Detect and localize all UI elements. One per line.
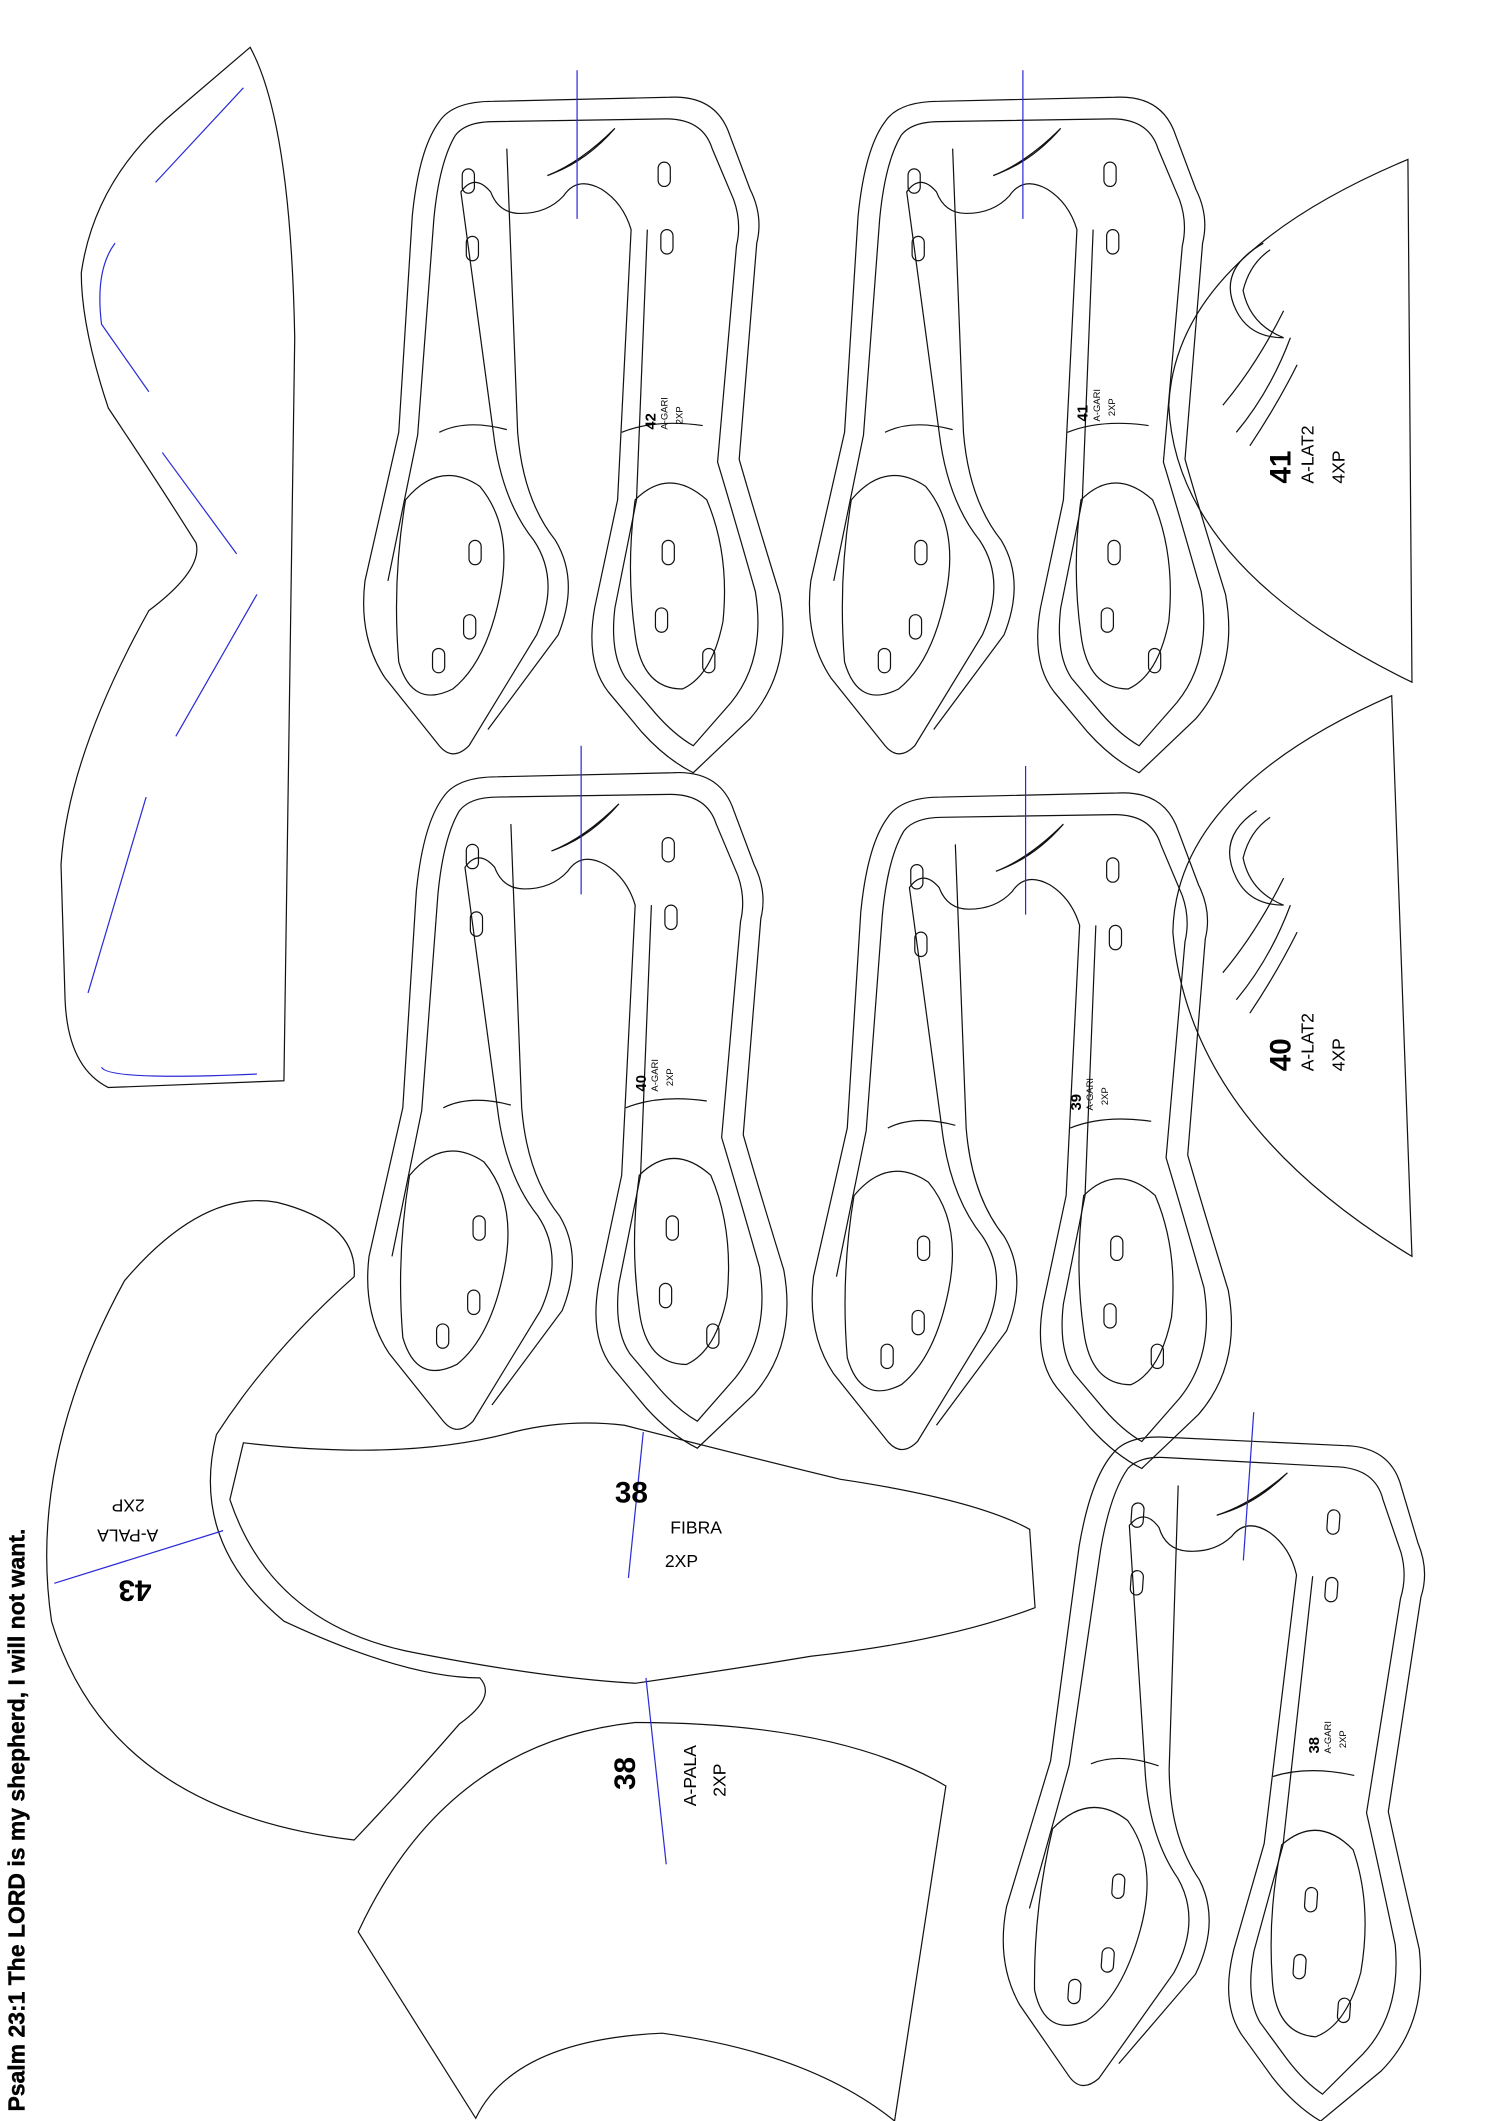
label-fibra-38: 38 FIBRA 2XP (615, 1476, 722, 1571)
fibra-piece-38 (229, 1422, 1036, 1684)
size-label: 41 (1076, 405, 1092, 422)
lat2-piece-40 (1172, 694, 1413, 1258)
piece-name: A-GARI (650, 1059, 661, 1092)
piece-name: A-GARI (1092, 389, 1103, 422)
size-label: 41 (1264, 451, 1297, 484)
gari-piece-42 (363, 69, 784, 774)
gari-piece-38 (991, 1396, 1460, 2121)
label-pala-38: 38 A-PALA 2XP (609, 1745, 730, 1806)
piece-name: A-GARI (1085, 1078, 1096, 1111)
gari-piece-41 (808, 69, 1230, 774)
qty-label: 2XP (710, 1764, 730, 1797)
label-lat2-41: 41 A-LAT2 4XP (1264, 425, 1348, 483)
gari-piece-40 (367, 745, 788, 1449)
piece-name: A-PALA (680, 1745, 700, 1806)
piece-name: A-GARI (1323, 1721, 1334, 1754)
qty-label: 4XP (1328, 450, 1348, 483)
left-eyestay-piece (60, 46, 296, 1089)
label-gari-41: 41 A-GARI 2XP (1076, 389, 1118, 422)
lat2-piece-41 (1168, 158, 1413, 684)
qty-label: 2XP (674, 406, 685, 424)
gari-piece-39 (811, 765, 1233, 1470)
qty-label: 2XP (1107, 398, 1118, 416)
size-label: 42 (643, 413, 659, 430)
size-label: 39 (1069, 1094, 1085, 1111)
piece-name: FIBRA (670, 1517, 722, 1537)
qty-label: 2XP (112, 1496, 145, 1516)
size-label: 38 (1307, 1737, 1323, 1754)
qty-label: 4XP (1328, 1038, 1348, 1071)
size-label: 40 (634, 1075, 650, 1092)
psalm-verse: Psalm 23:1 The LORD is my shepherd, I wi… (4, 1529, 30, 2112)
label-gari-38: 38 A-GARI 2XP (1307, 1721, 1349, 1754)
label-gari-39: 39 A-GARI 2XP (1069, 1078, 1111, 1111)
piece-name: A-GARI (660, 397, 671, 430)
pala-piece-38 (357, 1677, 947, 2121)
piece-name: A-LAT2 (1297, 425, 1317, 483)
size-label: 43 (118, 1574, 151, 1607)
piece-name: A-LAT2 (1297, 1013, 1317, 1071)
label-lat2-40: 40 A-LAT2 4XP (1264, 1013, 1348, 1071)
qty-label: 2XP (665, 1551, 698, 1571)
size-label: 40 (1264, 1038, 1297, 1071)
size-label: 38 (615, 1476, 648, 1509)
pala-piece-43 (46, 1200, 486, 1841)
qty-label: 2XP (1100, 1087, 1111, 1105)
label-gari-40: 40 A-GARI 2XP (634, 1059, 676, 1092)
qty-label: 2XP (1338, 1730, 1349, 1748)
label-pala-43: 43 A-PALA 2XP (97, 1496, 158, 1607)
label-gari-42: 42 A-GARI 2XP (643, 397, 685, 430)
qty-label: 2XP (665, 1068, 676, 1086)
size-label: 38 (609, 1757, 642, 1790)
piece-name: A-PALA (97, 1525, 158, 1545)
